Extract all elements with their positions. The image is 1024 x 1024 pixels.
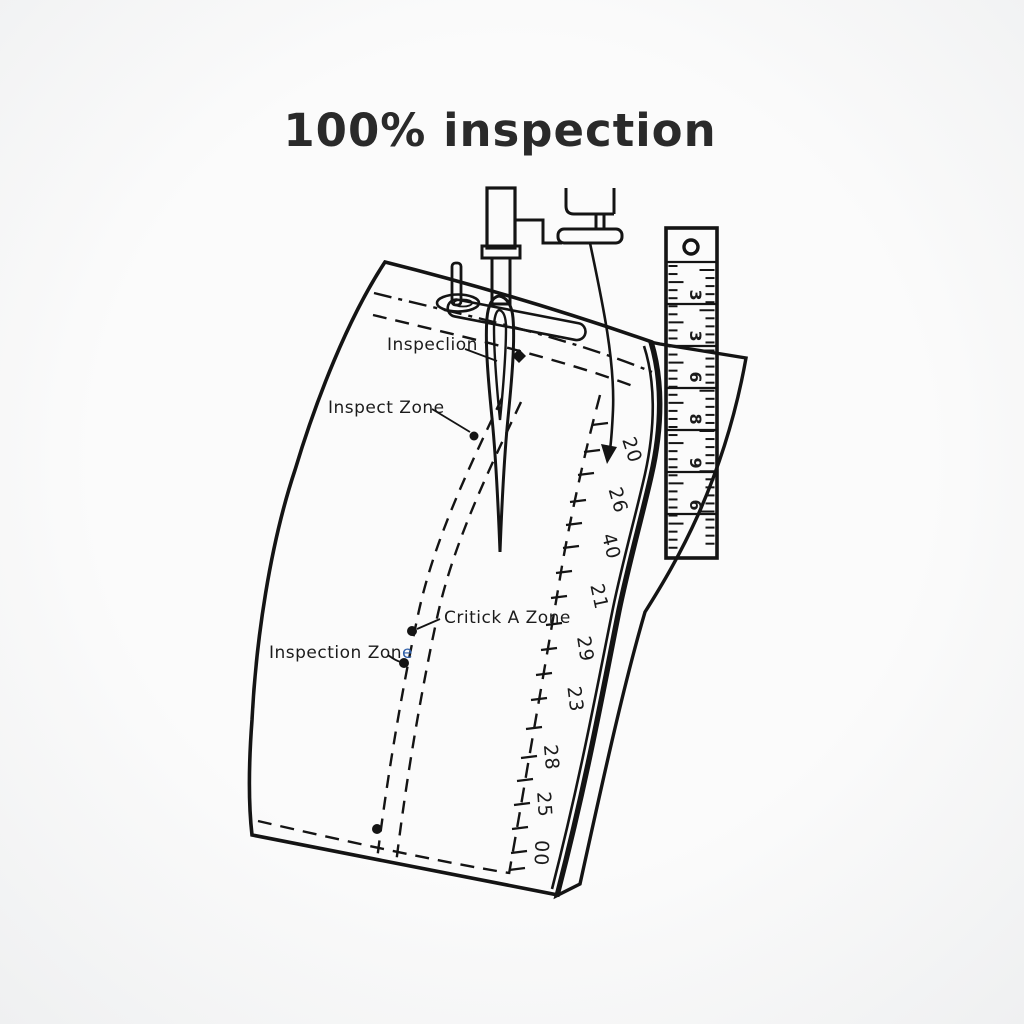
presser-foot xyxy=(556,227,624,245)
label-inspection-zone-accent: e xyxy=(402,643,413,663)
tick-mark xyxy=(565,521,583,527)
thread-arrowhead xyxy=(601,444,617,464)
ruler-value: 9 xyxy=(686,457,705,468)
ruler-value: 3 xyxy=(686,289,705,300)
tick-mark xyxy=(591,421,609,427)
tick-mark xyxy=(562,544,580,550)
fabric-front-sheet xyxy=(247,259,663,898)
leader-critical-zone xyxy=(416,618,441,630)
label-inspection-zone: Inspection Zone xyxy=(269,643,413,663)
tick-mark xyxy=(550,594,568,600)
tick-mark xyxy=(516,777,534,783)
inspection-dot-3 xyxy=(399,658,409,668)
tick-mark xyxy=(511,825,529,831)
edge-scale-value: 29 xyxy=(572,634,598,663)
edge-scale-value: 40 xyxy=(597,531,625,562)
tick-mark xyxy=(513,801,531,807)
ruler-ticks xyxy=(668,265,715,549)
needle xyxy=(484,294,516,553)
inspection-dot-1 xyxy=(469,431,479,441)
ruler-value: 6 xyxy=(686,371,705,382)
tick-mark xyxy=(545,621,563,627)
stitch-line-top-2 xyxy=(372,313,639,390)
edge-scale-value: 28 xyxy=(539,743,563,771)
edge-scale-value: 26 xyxy=(604,485,632,516)
stitch-band-left-line xyxy=(375,397,504,861)
edge-scale-value: 00 xyxy=(530,840,553,867)
inspection-dot-2 xyxy=(407,626,417,636)
ruler-value: 3 xyxy=(686,330,705,341)
tick-mark xyxy=(535,671,553,677)
edge-scale-value: 25 xyxy=(532,791,556,819)
sewing-machine-head xyxy=(480,186,624,306)
edge-scale-value: 21 xyxy=(585,582,612,612)
ruler-numbers: 3 3 6 8 9 6 xyxy=(686,289,705,510)
label-critical-zone: Critick A Zone xyxy=(444,608,571,628)
tick-mark xyxy=(569,498,587,504)
leader-inspection-zone xyxy=(387,654,402,663)
tick-mark xyxy=(555,569,573,575)
tick-mark xyxy=(510,849,528,855)
tick-mark xyxy=(520,754,538,760)
needle-body xyxy=(484,294,516,553)
edge-scale-value: 23 xyxy=(562,685,587,714)
leader-inspect-zone xyxy=(431,408,471,433)
throat-plate-slot xyxy=(446,298,587,342)
fabric-edge-hem-line xyxy=(550,345,655,890)
ruler-value: 8 xyxy=(686,413,705,424)
ruler-value: 6 xyxy=(686,499,705,510)
pin-base-ellipse xyxy=(435,293,481,313)
inspection-dot-4 xyxy=(372,824,382,834)
annotations: Inspeclion Inspect Zone Critick A Zone I… xyxy=(269,335,571,663)
needle-clamp xyxy=(490,256,512,306)
needle-point-marker xyxy=(512,349,526,363)
needle-bar-bracket xyxy=(513,188,562,245)
tick-mark xyxy=(583,448,601,454)
label-inspect-zone: Inspect Zone xyxy=(328,398,445,418)
stitch-band-right-line xyxy=(394,401,523,865)
tick-mark xyxy=(525,725,543,731)
label-needle-point: Inspeclion xyxy=(387,335,478,355)
ruler: 3 3 6 8 9 6 xyxy=(664,226,719,560)
ruler-hole xyxy=(682,238,700,256)
tick-mark xyxy=(508,866,526,872)
leader-needle-point xyxy=(464,348,498,362)
pin-base-inner-ellipse xyxy=(453,298,473,308)
thread-line xyxy=(588,242,615,451)
needle-bar xyxy=(485,186,517,250)
needle-eye xyxy=(492,308,508,421)
tick-mark xyxy=(530,696,548,702)
presser-bracket xyxy=(564,188,616,229)
edge-scale-baseline xyxy=(507,394,602,875)
page-title: 100% inspection xyxy=(283,104,716,157)
ruler-frame xyxy=(664,226,719,560)
edge-scale-ticks xyxy=(508,421,609,872)
edge-scale-value: 20 xyxy=(617,434,646,466)
tick-mark xyxy=(577,471,595,477)
tick-mark xyxy=(540,646,558,652)
stitch-line-bottom xyxy=(257,819,510,875)
pin xyxy=(450,261,463,307)
